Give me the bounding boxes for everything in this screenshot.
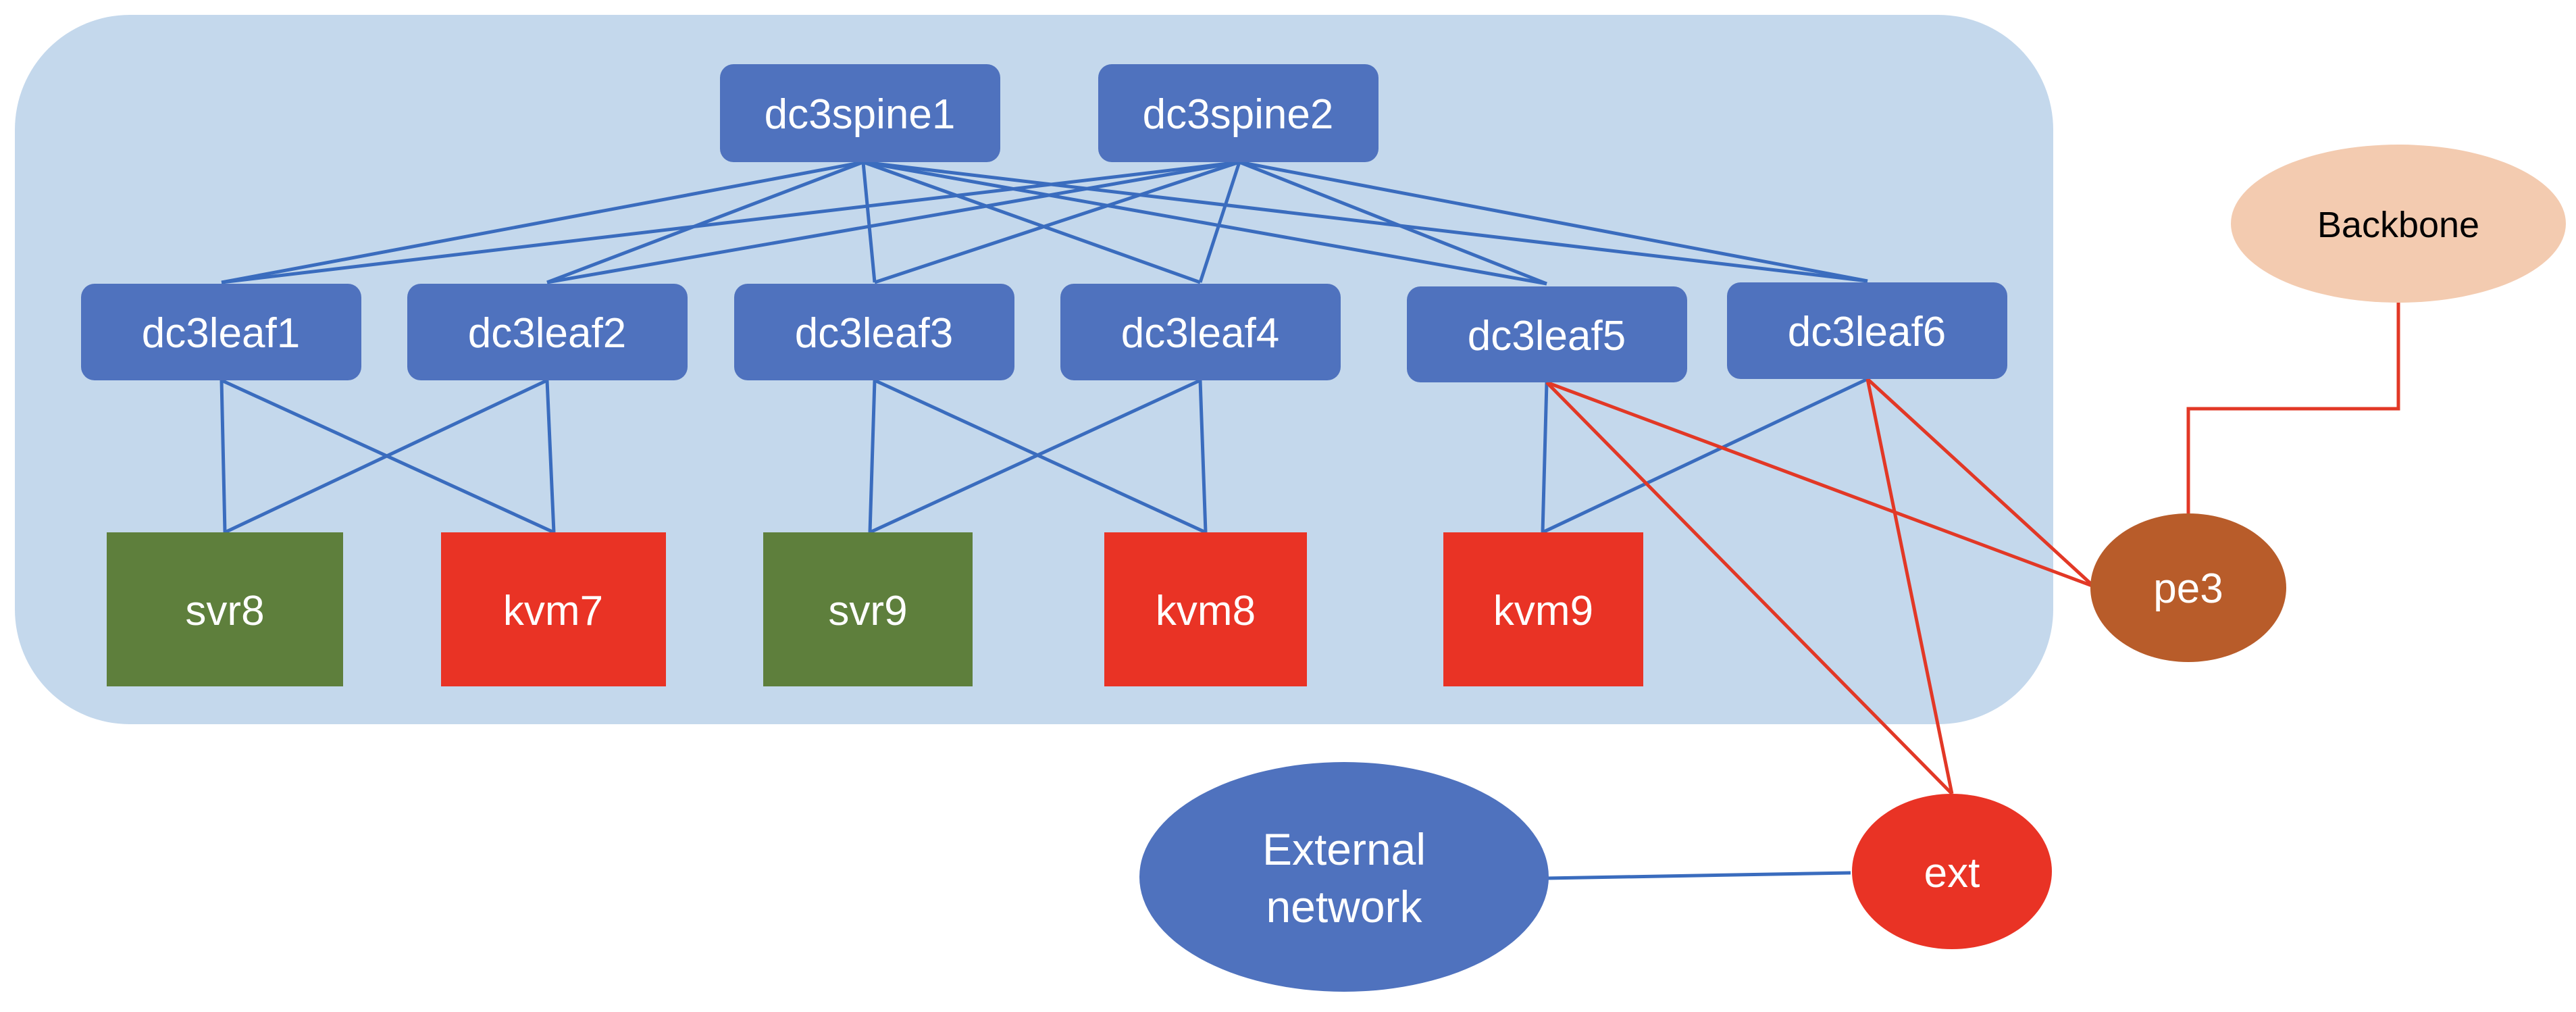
switch-box	[1727, 282, 2007, 379]
pe3-ellipse	[2090, 513, 2286, 662]
switch-box	[1098, 64, 1379, 162]
node-dc3spine1[interactable]: dc3spine1	[720, 64, 1000, 162]
link-dc3leaf4-kvm8	[1198, 380, 1208, 533]
link-dc3leaf5-pe3	[1546, 380, 2094, 588]
leaf-switches: dc3leaf1 dc3leaf2 dc3leaf3 dc3leaf4 dc3l…	[81, 282, 2007, 382]
link-dc3spine1-dc3leaf6	[862, 160, 1868, 283]
node-label: kvm8	[1156, 588, 1256, 634]
pe3-label: pe3	[2153, 565, 2223, 612]
node-dc3leaf3[interactable]: dc3leaf3	[734, 284, 1014, 380]
spine-leaf-links	[221, 160, 1868, 286]
link-dc3spine2-dc3leaf2	[546, 160, 1240, 284]
link-pe3-backbone	[2186, 303, 2400, 513]
node-label: dc3spine1	[765, 91, 956, 138]
node-label: dc3leaf4	[1121, 310, 1279, 357]
node-label: kvm7	[503, 588, 603, 634]
node-dc3leaf5[interactable]: dc3leaf5	[1407, 286, 1687, 382]
node-svr8[interactable]: svr8	[107, 532, 343, 686]
node-dc3spine2[interactable]: dc3spine2	[1098, 64, 1379, 162]
switch-box	[720, 64, 1000, 162]
external-network-label-line2: network	[1266, 882, 1422, 932]
server-box	[763, 532, 973, 686]
server-box	[107, 532, 343, 686]
link-dc3leaf6-kvm9	[1541, 377, 1869, 534]
backbone-ellipse	[2231, 145, 2566, 303]
link-ext-external-network	[1546, 871, 1851, 880]
ext-ellipse	[1852, 794, 2052, 949]
node-label: dc3leaf3	[795, 310, 953, 357]
spine-switches: dc3spine1 dc3spine2	[720, 64, 1379, 162]
link-dc3spine1-dc3leaf1	[221, 160, 864, 284]
switch-box	[734, 284, 1014, 380]
node-label: dc3leaf1	[142, 310, 300, 357]
link-dc3leaf6-ext	[1865, 378, 1954, 794]
external-network-ellipse	[1139, 762, 1549, 992]
link-dc3spine2-dc3leaf6	[1239, 160, 1868, 283]
link-dc3leaf4-svr9	[869, 378, 1202, 534]
node-dc3leaf4[interactable]: dc3leaf4	[1060, 284, 1341, 380]
link-dc3leaf5-ext	[1545, 381, 1953, 795]
link-dc3spine2-dc3leaf1	[221, 160, 1240, 284]
link-dc3spine1-dc3leaf3	[861, 161, 877, 283]
backbone-label: Backbone	[2317, 205, 2479, 245]
node-svr9[interactable]: svr9	[763, 532, 973, 686]
kvm-box	[441, 532, 666, 686]
node-label: kvm9	[1493, 588, 1593, 634]
node-dc3leaf2[interactable]: dc3leaf2	[407, 284, 688, 380]
switch-box	[407, 284, 688, 380]
external-links	[1545, 303, 2400, 880]
link-dc3leaf2-kvm7	[545, 380, 556, 533]
link-dc3leaf3-kvm8	[873, 378, 1207, 534]
node-label: svr9	[828, 588, 907, 634]
hosts: svr8 kvm7 svr9 kvm8 kvm9	[107, 532, 1643, 686]
node-kvm9[interactable]: kvm9	[1443, 532, 1643, 686]
leaf-host-links	[220, 377, 1869, 534]
pe3-node[interactable]: pe3	[2090, 513, 2286, 662]
ext-node[interactable]: ext	[1852, 794, 2052, 949]
node-label: dc3leaf6	[1788, 309, 1946, 355]
node-kvm7[interactable]: kvm7	[441, 532, 666, 686]
node-label: dc3leaf2	[468, 310, 626, 357]
node-kvm8[interactable]: kvm8	[1104, 532, 1307, 686]
link-dc3spine1-dc3leaf4	[862, 160, 1201, 284]
switch-box	[81, 284, 361, 380]
node-label: dc3spine2	[1143, 91, 1334, 138]
link-dc3leaf6-pe3	[1866, 378, 2095, 588]
node-label: dc3leaf5	[1468, 313, 1626, 359]
link-dc3leaf3-svr9	[868, 380, 877, 533]
link-dc3leaf5-kvm9	[1541, 382, 1549, 533]
node-label: svr8	[185, 588, 264, 634]
link-dc3spine2-dc3leaf5	[1239, 160, 1547, 286]
external-network-label-line1: External	[1262, 824, 1426, 874]
node-dc3leaf6[interactable]: dc3leaf6	[1727, 282, 2007, 379]
kvm-box	[1443, 532, 1643, 686]
link-dc3spine1-dc3leaf5	[862, 160, 1547, 286]
kvm-box	[1104, 532, 1307, 686]
link-dc3spine2-dc3leaf3	[874, 160, 1240, 284]
link-dc3leaf2-svr8	[224, 378, 548, 534]
node-dc3leaf1[interactable]: dc3leaf1	[81, 284, 361, 380]
switch-box	[1407, 286, 1687, 382]
link-dc3spine1-dc3leaf2	[546, 160, 864, 284]
switch-box	[1060, 284, 1341, 380]
external-network-node[interactable]: External network	[1139, 762, 1549, 992]
link-dc3leaf1-svr8	[220, 380, 227, 533]
ext-label: ext	[1924, 850, 1980, 896]
backbone-node[interactable]: Backbone	[2231, 145, 2566, 303]
link-dc3spine2-dc3leaf4	[1198, 161, 1241, 283]
